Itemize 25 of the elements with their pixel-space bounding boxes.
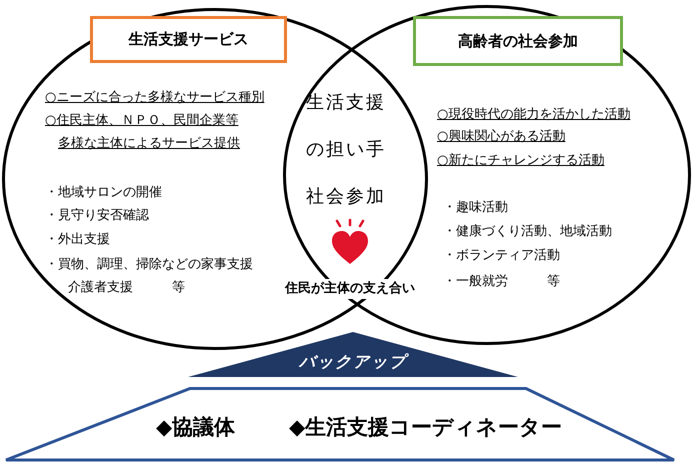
text: ・買物、調理、掃除などの家事支援 bbox=[45, 256, 253, 274]
text: ・趣味活動 bbox=[443, 199, 508, 217]
text: ◆協議体 bbox=[156, 414, 236, 441]
center-text: 社会参加 bbox=[306, 185, 386, 209]
text: 介護者支援 等 bbox=[68, 279, 185, 297]
text: ・外出支援 bbox=[45, 231, 110, 249]
text: ・健康づくり活動、地域活動 bbox=[443, 223, 612, 241]
trapezoid bbox=[6, 387, 674, 462]
text: ○現役時代の能力を活かした活動 bbox=[437, 106, 630, 124]
text: バックアップ bbox=[298, 351, 410, 373]
text: ○ニーズに合った多様なサービス種別 bbox=[45, 89, 264, 107]
text: ・地域サロンの開催 bbox=[45, 184, 162, 202]
circle bbox=[2, 8, 428, 350]
circle bbox=[283, 5, 691, 345]
text: ・見守り安否確認 bbox=[45, 207, 149, 225]
text: ・ボランティア活動 bbox=[443, 247, 560, 265]
center-text: 生活支援 bbox=[306, 91, 386, 115]
caption-text: 住民が主体の支え合い bbox=[283, 279, 417, 299]
text: ・一般就労 等 bbox=[443, 273, 560, 291]
text: ○新たにチャレンジする活動 bbox=[437, 152, 604, 170]
triangle bbox=[188, 332, 518, 377]
center-text: の担い手 bbox=[306, 138, 386, 162]
text: ○興味関心がある活動 bbox=[437, 128, 566, 146]
text: ◆生活支援コーディネーター bbox=[289, 414, 562, 441]
text: ○住民主体、ＮＰＯ、民間企業等多様な主体によるサービス提供 bbox=[45, 112, 241, 153]
